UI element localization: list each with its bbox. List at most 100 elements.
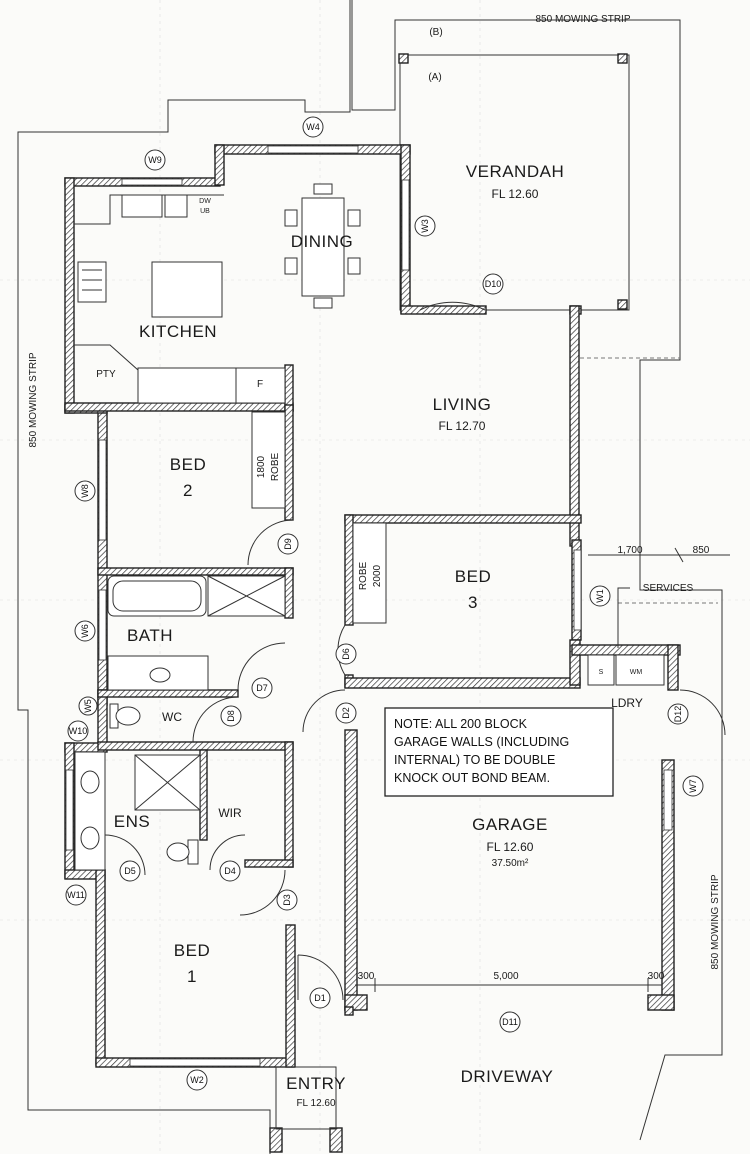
svg-text:D12: D12 <box>673 706 683 723</box>
note-line-2: GARAGE WALLS (INCLUDING <box>394 735 569 749</box>
window-openings <box>65 145 673 1067</box>
window-tag-w11: W11 <box>65 884 87 906</box>
laundry-label: LDRY <box>611 696 643 710</box>
mowing-strip-outline <box>17 0 723 1154</box>
door-tag-d10: D10 <box>482 273 504 295</box>
laundry-sink-label: S <box>599 669 604 676</box>
svg-text:D4: D4 <box>224 866 236 876</box>
door-tag-d6: D6 <box>335 643 357 665</box>
svg-text:W11: W11 <box>67 890 85 900</box>
robes <box>251 411 387 624</box>
door-tag-d8: D8 <box>220 705 242 727</box>
svg-text:D2: D2 <box>341 707 351 719</box>
svg-text:D9: D9 <box>283 538 293 550</box>
dishwasher-label-2: UB <box>200 208 210 215</box>
window-tag-w8: W8 <box>74 480 96 502</box>
verandah-level: FL 12.60 <box>492 187 539 201</box>
note-box <box>384 707 614 797</box>
bed1-label: BED <box>174 941 210 960</box>
svg-text:D8: D8 <box>226 710 236 722</box>
svg-text:W8: W8 <box>80 484 90 498</box>
driveway-label: DRIVEWAY <box>461 1067 554 1086</box>
window-tag-w9: W9 <box>144 149 166 171</box>
robe-bed3-label: ROBE <box>358 562 369 591</box>
dining-label: DINING <box>291 232 354 251</box>
entry-level: FL 12.60 <box>296 1098 336 1109</box>
door-tag-d7: D7 <box>251 677 273 699</box>
dishwasher-label-1: DW <box>199 198 211 205</box>
services-label: SERVICES <box>643 583 694 594</box>
wc-label: WC <box>162 710 182 724</box>
robe-bed2-size: 1800 <box>256 455 267 478</box>
door-tag-d4: D4 <box>219 860 241 882</box>
svg-text:W6: W6 <box>80 624 90 638</box>
bath-fixtures <box>74 575 286 871</box>
window-tag-w7: W7 <box>682 775 704 797</box>
garage-dimension-line <box>355 547 730 992</box>
svg-text:D10: D10 <box>485 279 502 289</box>
svg-text:W1: W1 <box>595 589 605 603</box>
verandah-point-b: (B) <box>429 27 442 38</box>
window-tag-w4: W4 <box>302 116 324 138</box>
door-tag-d1: D1 <box>309 987 331 1009</box>
robe-bed2-label: ROBE <box>270 453 281 482</box>
dimension-850: 850 <box>693 545 710 556</box>
kitchen-fixtures <box>74 194 286 404</box>
garage-level: FL 12.60 <box>487 840 534 854</box>
door-tag-d5: D5 <box>119 860 141 882</box>
bed3-label: BED <box>455 567 491 586</box>
verandah-label: VERANDAH <box>466 162 564 181</box>
svg-text:D11: D11 <box>502 1017 518 1027</box>
svg-text:W5: W5 <box>83 699 93 713</box>
bed2-number: 2 <box>183 481 193 500</box>
washing-machine-label: WM <box>630 669 643 676</box>
door-tag-d9: D9 <box>277 533 299 555</box>
dimension-300-right: 300 <box>648 971 665 982</box>
svg-text:W7: W7 <box>688 779 698 793</box>
note-line-1: NOTE: ALL 200 BLOCK <box>394 717 528 731</box>
door-tag-d2: D2 <box>335 702 357 724</box>
door-tag-d3: D3 <box>276 889 298 911</box>
pantry-label: PTY <box>96 369 116 380</box>
living-label: LIVING <box>433 395 492 414</box>
svg-text:W10: W10 <box>69 726 88 736</box>
living-level: FL 12.70 <box>439 419 486 433</box>
window-tag-w3: W3 <box>414 215 436 237</box>
garage-label: GARAGE <box>472 815 548 834</box>
mowing-strip-right-label: 850 MOWING STRIP <box>710 874 721 969</box>
door-tag-d12: D12 <box>667 703 689 725</box>
bed2-label: BED <box>170 455 206 474</box>
laundry-fixtures <box>587 587 718 686</box>
ens-label: ENS <box>114 812 150 831</box>
entry-label: ENTRY <box>286 1074 346 1093</box>
kitchen-label: KITCHEN <box>139 322 217 341</box>
window-tag-w5: W5 <box>78 696 98 716</box>
svg-text:W9: W9 <box>148 155 162 165</box>
mowing-strip-top-label: 850 MOWING STRIP <box>535 14 630 25</box>
note-line-4: KNOCK OUT BOND BEAM. <box>394 771 550 785</box>
fridge-label: F <box>257 379 263 390</box>
garage-area: 37.50m² <box>492 858 529 869</box>
verandah-structure <box>398 53 680 359</box>
window-tag-w1: W1 <box>589 585 611 607</box>
door-swings <box>104 301 726 1001</box>
svg-text:D3: D3 <box>282 894 292 906</box>
bed1-number: 1 <box>187 967 197 986</box>
window-tag-w6: W6 <box>74 620 96 642</box>
mowing-strip-left-label: 850 MOWING STRIP <box>28 352 39 447</box>
note-line-3: INTERNAL) TO BE DOUBLE <box>394 753 555 767</box>
dimension-1700: 1,700 <box>617 545 642 556</box>
svg-text:W4: W4 <box>306 122 320 132</box>
svg-text:W2: W2 <box>190 1075 204 1085</box>
svg-text:W3: W3 <box>420 219 430 233</box>
window-tag-w10: W10 <box>67 720 89 742</box>
robe-bed3-size: 2000 <box>372 564 383 587</box>
svg-text:D7: D7 <box>256 683 268 693</box>
window-tag-w2: W2 <box>186 1069 208 1091</box>
svg-text:D1: D1 <box>314 993 326 1003</box>
bath-label: BATH <box>127 626 173 645</box>
dimension-5000: 5,000 <box>493 971 518 982</box>
wir-label: WIR <box>218 806 242 820</box>
bed3-number: 3 <box>468 593 478 612</box>
